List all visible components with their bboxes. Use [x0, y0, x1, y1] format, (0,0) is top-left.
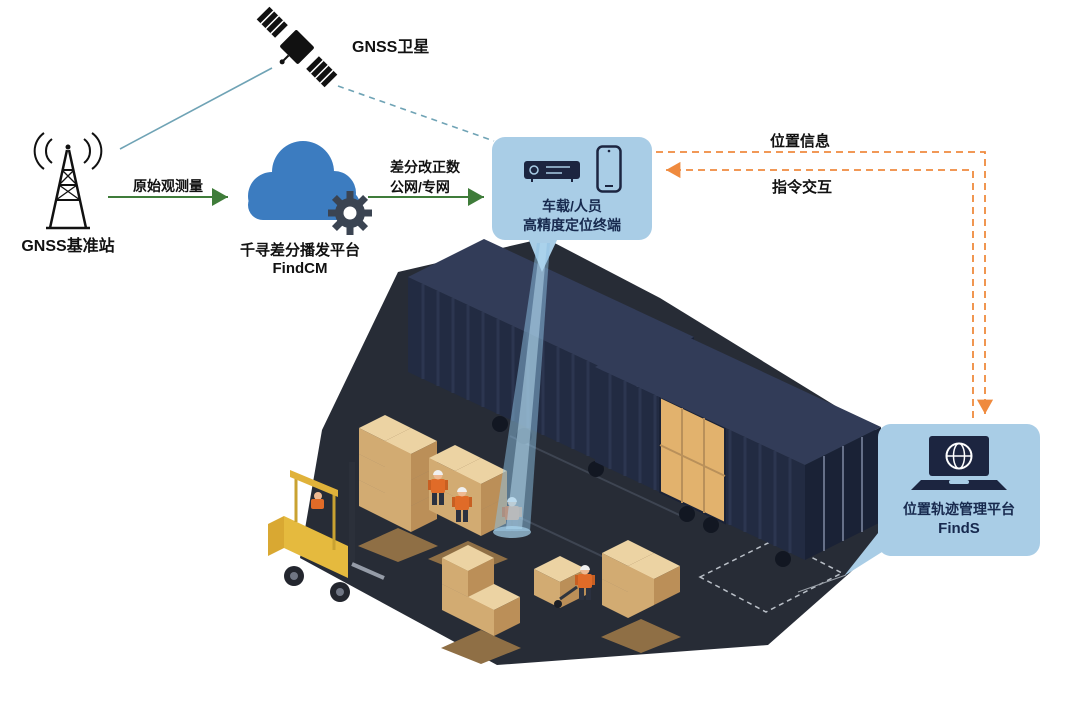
command-label: 指令交互	[771, 179, 832, 196]
laptop-globe-icon	[911, 436, 1007, 490]
management-platform-card: 位置轨迹管理平台 FindS	[878, 424, 1040, 556]
position-info-label: 位置信息	[769, 133, 830, 150]
satellite-to-terminal-dashed-line	[337, 85, 495, 142]
receiver-icon	[524, 161, 580, 182]
satellite-icon	[256, 6, 338, 88]
finds-leader-line	[797, 574, 847, 593]
gear-icon	[328, 191, 372, 235]
terminal-label-line2: 高精度定位终端	[523, 217, 621, 233]
finds-bubble-tail	[844, 528, 882, 576]
marked-zone	[698, 538, 844, 613]
base-station-label: GNSS基准站	[21, 238, 115, 255]
satellite-to-base-line	[119, 67, 273, 150]
signal-waves-right-icon	[83, 132, 103, 170]
warehouse-scene-illustration	[268, 238, 881, 665]
forklift	[268, 462, 385, 602]
management-platform-title: 位置轨迹管理平台	[903, 501, 1015, 517]
cloud-platform-title: 千寻差分播发平台	[239, 242, 360, 259]
terminal-card: 车载/人员 高精度定位终端	[492, 137, 652, 240]
terminal-icons	[522, 145, 622, 193]
correction-label-line2: 公网/专网	[390, 179, 450, 195]
management-platform-name: FindS	[938, 520, 980, 537]
position-info-arrow	[656, 151, 994, 414]
positioning-beam	[493, 243, 550, 538]
correction-label-line1: 差分改正数	[390, 159, 460, 175]
raw-observation-label: 原始观测量	[133, 178, 203, 194]
cloud-icon	[248, 141, 372, 235]
container-2	[595, 329, 881, 567]
cloud-platform-name: FindCM	[272, 260, 328, 277]
signal-waves-left-icon	[33, 132, 53, 170]
satellite-label: GNSS卫星	[352, 39, 430, 56]
connector-lines	[108, 67, 994, 418]
warehouse-workers	[428, 470, 595, 608]
terminal-label-line1: 车载/人员	[542, 198, 602, 214]
smartphone-icon	[596, 145, 622, 193]
base-station-icon	[33, 132, 103, 230]
